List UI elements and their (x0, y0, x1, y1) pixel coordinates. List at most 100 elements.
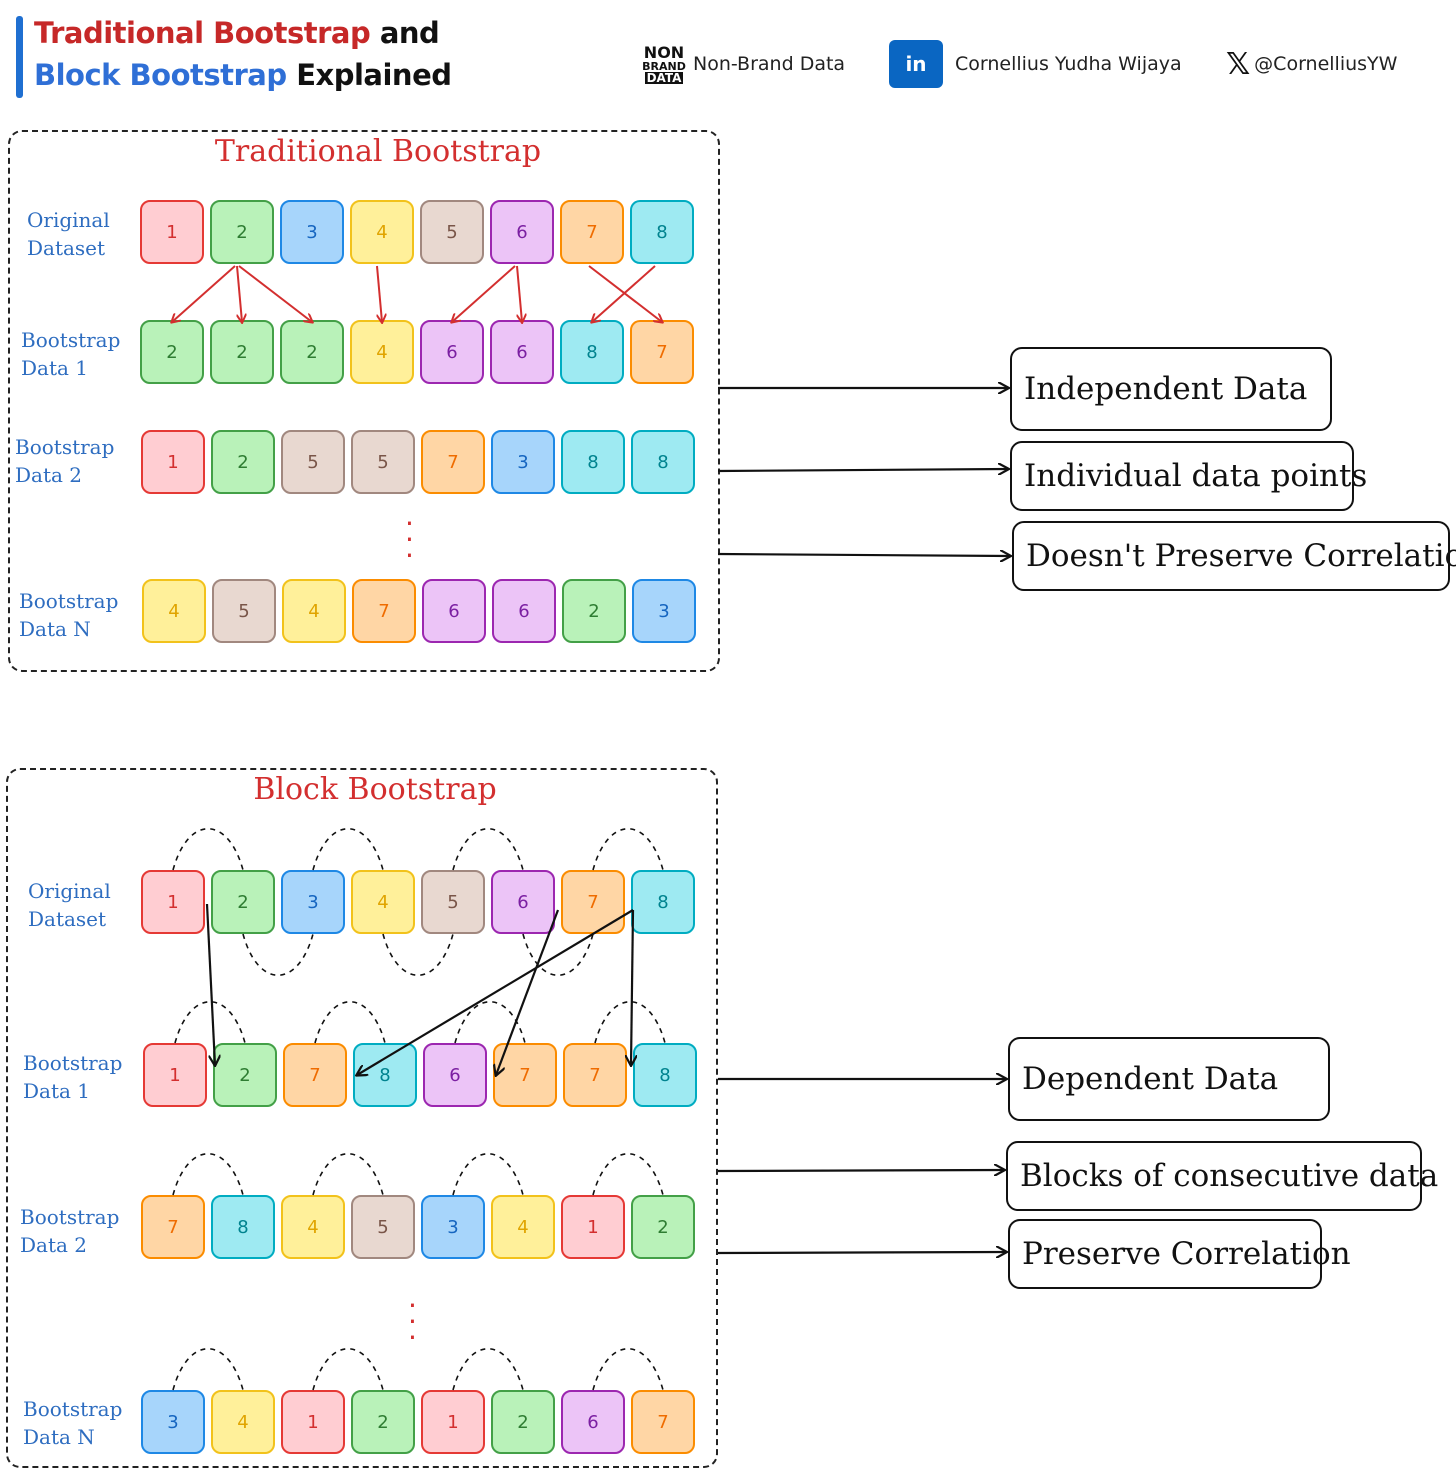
linkedin-icon: in (889, 40, 943, 88)
traditional-row2-cell-5: 5 (281, 430, 345, 494)
block-row3-cell-2: 2 (491, 1390, 555, 1454)
block-pair-arc (452, 1348, 524, 1391)
block-row2-cell-3: 3 (421, 1195, 485, 1259)
block-row3-cell-4: 4 (211, 1390, 275, 1454)
title-line-2: Block Bootstrap Explained (34, 58, 452, 92)
block-pair-arc (172, 1153, 244, 1196)
traditional-row3-cell-4: 4 (282, 579, 346, 643)
x-handle: @CornelliusYW (1254, 53, 1398, 75)
traditional-row0-cell-4: 4 (350, 200, 414, 264)
block-row2-cell-1: 1 (561, 1195, 625, 1259)
block-row3-cell-1: 1 (421, 1390, 485, 1454)
traditional-row1-cell-8: 8 (560, 320, 624, 384)
traditional-row1-cell-7: 7 (630, 320, 694, 384)
block-ellipsis: . . . (408, 1281, 417, 1346)
block-row2-cell-8: 8 (211, 1195, 275, 1259)
traditional-row0-cell-2: 2 (210, 200, 274, 264)
block-above-arc (312, 828, 384, 871)
block-row3-cell-7: 7 (631, 1390, 695, 1454)
sampling-arrow (238, 265, 312, 322)
sampling-arrow (592, 265, 656, 322)
traditional-row0-cell-6: 6 (490, 200, 554, 264)
linkedin-link[interactable]: in Cornellius Yudha Wijaya (889, 40, 1182, 88)
x-link[interactable]: 𝕏 @CornelliusYW (1226, 40, 1397, 88)
traditional-panel (8, 130, 720, 672)
block-pair-arc (312, 1348, 384, 1391)
trad-label-boot1: Bootstrap Data 1 (21, 328, 121, 380)
block-row2-cell-4: 4 (491, 1195, 555, 1259)
note-dependent-data: Dependent Data (1008, 1037, 1330, 1121)
block-above-arc (592, 828, 664, 871)
title-traditional: Traditional Bootstrap (34, 16, 371, 50)
traditional-row2-cell-7: 7 (421, 430, 485, 494)
sampling-arrow (236, 265, 242, 322)
logo-line-1: NON (643, 42, 685, 62)
block-row0-cell-6: 6 (491, 870, 555, 934)
traditional-row3-cell-4: 4 (142, 579, 206, 643)
sampling-arrow (588, 265, 662, 322)
trad-label-original: Original Dataset (27, 208, 110, 260)
logo-line-3: DATA (644, 70, 684, 85)
trad-ellipsis: . . . (405, 499, 414, 564)
block-below-arc (382, 933, 454, 976)
block-row2-cell-7: 7 (141, 1195, 205, 1259)
block-sample-arrow (357, 909, 634, 1075)
brand-nonbrand[interactable]: NON BRAND DATA Non-Brand Data (642, 40, 846, 88)
sampling-arrow (172, 265, 236, 322)
traditional-row2-cell-5: 5 (351, 430, 415, 494)
traditional-row3-cell-7: 7 (352, 579, 416, 643)
note-individual-points: Individual data points (1010, 441, 1367, 511)
traditional-row2-cell-2: 2 (211, 430, 275, 494)
block-sample-arrow (631, 909, 633, 1065)
title-explained: Explained (286, 58, 452, 92)
logo-line-2: BRAND (642, 59, 686, 73)
block-panel (6, 768, 718, 1468)
traditional-row3-cell-6: 6 (492, 579, 556, 643)
traditional-row0-cell-1: 1 (140, 200, 204, 264)
traditional-row0-cell-8: 8 (630, 200, 694, 264)
note-independent-data: Independent Data (1010, 347, 1332, 431)
brand-name: Non-Brand Data (693, 53, 846, 75)
note-no-correlation: Doesn't Preserve Correlation (1012, 521, 1456, 591)
traditional-row1-cell-6: 6 (490, 320, 554, 384)
traditional-title: Traditional Bootstrap (214, 134, 542, 169)
nonbrand-logo-icon: NON BRAND DATA (642, 42, 686, 86)
traditional-row1-cell-4: 4 (350, 320, 414, 384)
block-row1-cell-6: 6 (423, 1043, 487, 1107)
block-pair-arc (174, 1001, 246, 1044)
block-row0-cell-4: 4 (351, 870, 415, 934)
block-above-arc (452, 828, 524, 871)
block-sample-arrow (496, 909, 560, 1075)
block-label-original: Original Dataset (28, 879, 111, 931)
side-arrow-individual (717, 469, 1008, 471)
block-label-boot2: Bootstrap Data 2 (20, 1205, 120, 1257)
side-arrow-correlation (717, 554, 1010, 556)
note-preserve-correlation: Preserve Correlation (1008, 1219, 1351, 1289)
traditional-row1-cell-2: 2 (210, 320, 274, 384)
traditional-row2-cell-8: 8 (561, 430, 625, 494)
block-sample-arrow (205, 903, 215, 1065)
block-row1-cell-8: 8 (633, 1043, 697, 1107)
block-pair-arc (454, 1001, 526, 1044)
block-below-arc (242, 933, 314, 976)
block-above-arc (172, 828, 244, 871)
traditional-row2-cell-8: 8 (631, 430, 695, 494)
traditional-row0-cell-3: 3 (280, 200, 344, 264)
block-row1-cell-1: 1 (143, 1043, 207, 1107)
block-label-boot1: Bootstrap Data 1 (23, 1051, 123, 1103)
block-row0-cell-3: 3 (281, 870, 345, 934)
traditional-row3-cell-2: 2 (562, 579, 626, 643)
x-icon: 𝕏 (1226, 46, 1251, 82)
block-row3-cell-6: 6 (561, 1390, 625, 1454)
traditional-row2-cell-1: 1 (141, 430, 205, 494)
side-arrow-blocks (717, 1170, 1004, 1171)
traditional-row3-cell-3: 3 (632, 579, 696, 643)
block-row1-cell-7: 7 (283, 1043, 347, 1107)
title-and: and (370, 16, 440, 50)
block-row0-cell-5: 5 (421, 870, 485, 934)
block-row3-cell-3: 3 (141, 1390, 205, 1454)
title-line-1: Traditional Bootstrap and (34, 16, 440, 50)
side-arrow-preserve (717, 1252, 1006, 1253)
traditional-row3-cell-6: 6 (422, 579, 486, 643)
